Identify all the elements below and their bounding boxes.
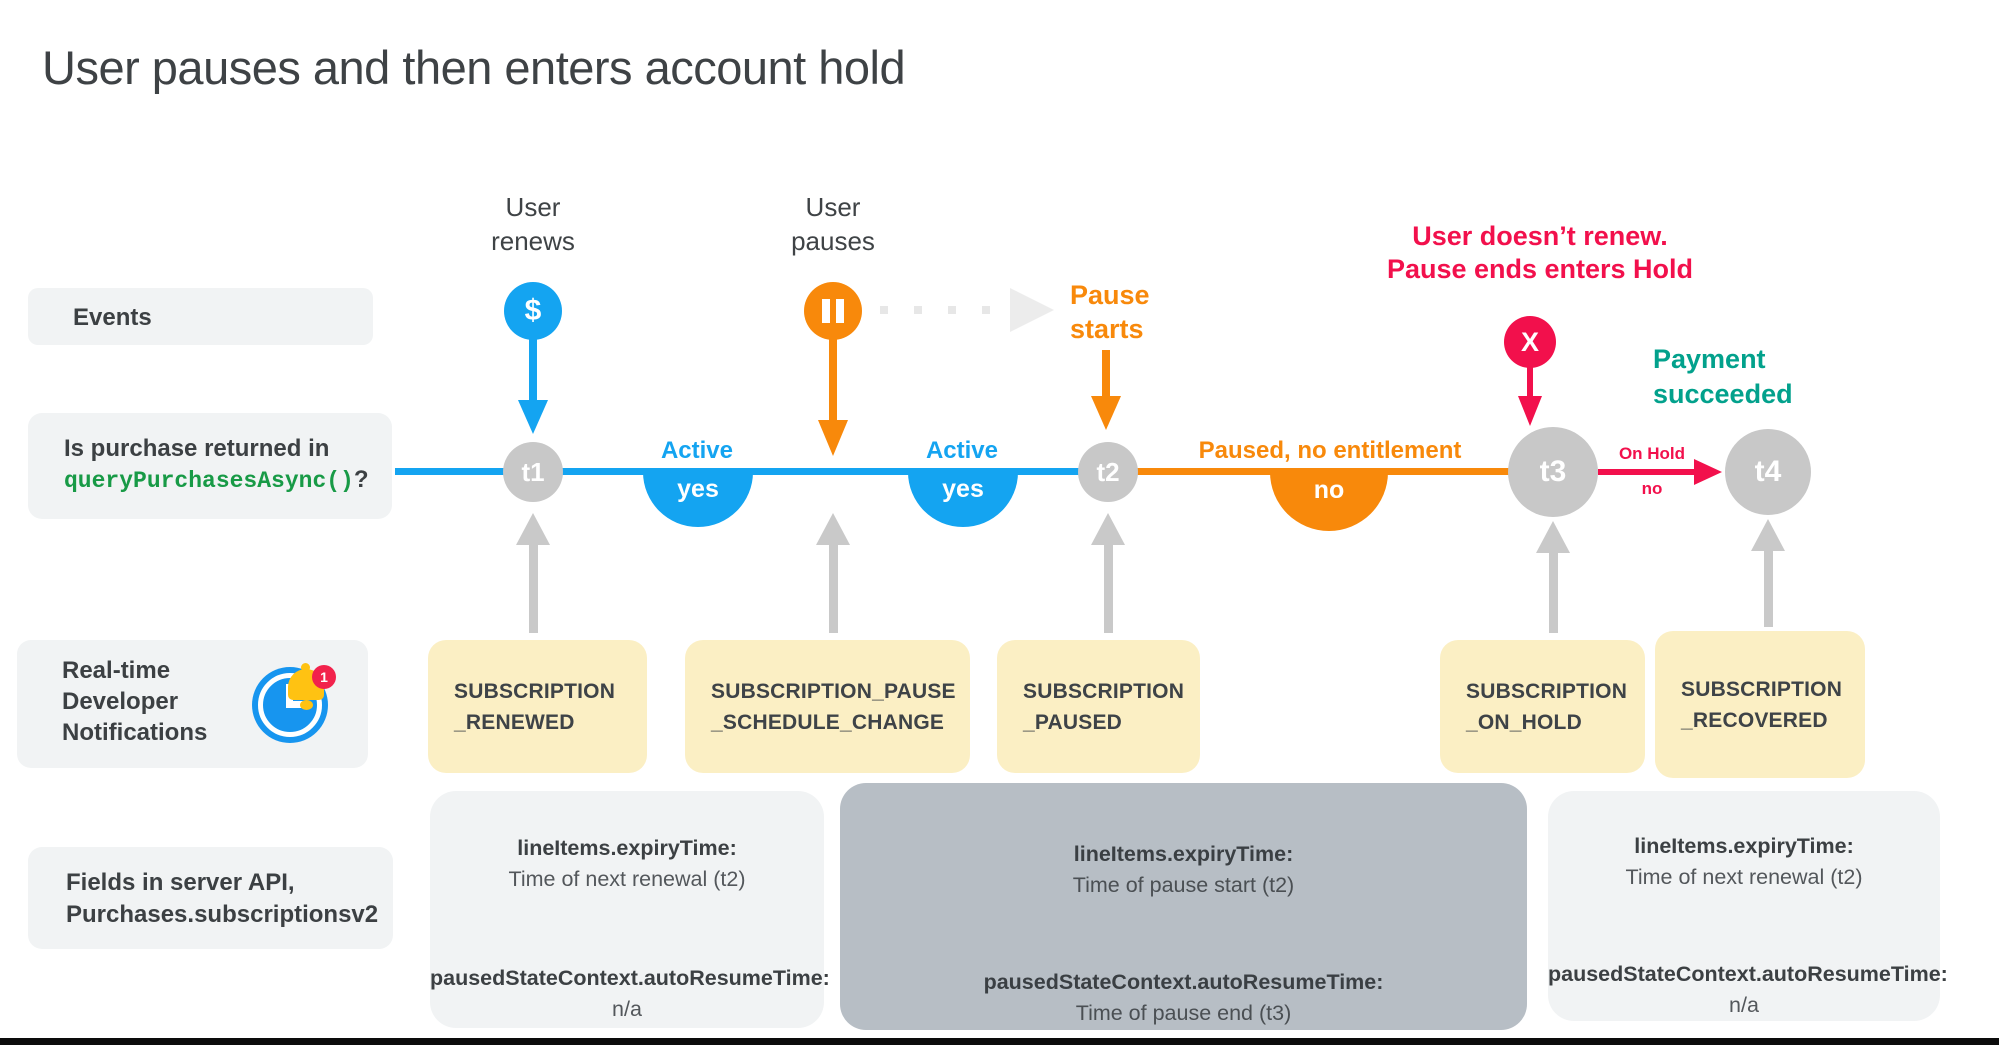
fields-label-line2: Purchases.subscriptionsv2 <box>66 901 379 928</box>
annotation-enters-hold: User doesn’t renew. Pause ends enters Ho… <box>1386 221 1694 284</box>
fields-row-label: Fields in server API, Purchases.subscrip… <box>28 847 393 949</box>
notification-box-recovered: SUBSCRIPTION _RECOVERED <box>1655 631 1865 778</box>
notification-box-renewed: SUBSCRIPTION _RENEWED <box>428 640 647 773</box>
purchase-question-label: Is purchase returned in queryPurchasesAs… <box>28 413 392 519</box>
answer-text: yes <box>677 475 719 503</box>
state-label-active-2: Active <box>925 437 999 464</box>
answer-bubble-no-1: no <box>1270 472 1388 531</box>
page-title: User pauses and then enters account hold <box>42 41 906 94</box>
answer-bubble-yes-1: yes <box>643 472 753 527</box>
timeline-node-t3: t3 <box>1508 427 1598 517</box>
timeline-segment-active <box>395 468 1108 475</box>
answer-bubble-yes-2: yes <box>908 472 1018 527</box>
renew-arrow-shaft <box>529 338 537 408</box>
rtdn-label-line2: Developer <box>62 688 179 715</box>
timeline-node-t4: t4 <box>1725 429 1811 515</box>
state-label-active-1: Active <box>660 437 734 464</box>
state-label-paused: Paused, no entitlement <box>1198 437 1462 464</box>
bottom-frame-line <box>0 1038 1999 1045</box>
event-label-user-renews: User renews <box>491 192 575 256</box>
purchase-question-code: queryPurchasesAsync() <box>64 468 354 494</box>
onhold-arrow-shaft <box>1598 469 1698 475</box>
renew-arrow-head <box>518 400 548 434</box>
dollar-icon: $ <box>504 282 562 340</box>
purchase-question-suffix: ? <box>353 466 369 493</box>
hold-arrow-head <box>1518 396 1542 426</box>
clock-ring <box>258 673 322 737</box>
answer-text: yes <box>942 475 984 503</box>
pause-starts-arrow-head <box>1091 396 1121 430</box>
answer-label-onhold: no <box>1641 479 1663 498</box>
dotted-connector <box>880 306 1010 314</box>
rtdn-label-line1: Real-time <box>62 657 171 684</box>
onhold-arrow-head <box>1694 459 1722 485</box>
dotted-connector-arrow-head <box>1010 288 1054 332</box>
state-label-onhold: On Hold <box>1618 444 1686 463</box>
events-row-label-text: Events <box>73 304 152 331</box>
fields-box-paused: lineItems.expiryTime: Time of pause star… <box>840 783 1527 1030</box>
answer-text: no <box>1313 476 1345 504</box>
fields-box-renewed: lineItems.expiryTime: Time of next renew… <box>430 791 830 1028</box>
purchase-question-line1: Is purchase returned in <box>64 435 330 462</box>
timeline-node-t1: t1 <box>503 442 563 502</box>
pause-arrow-head <box>818 420 848 456</box>
fields-label-line1: Fields in server API, <box>66 869 295 896</box>
events-row-label: Events <box>28 288 373 345</box>
pause-starts-arrow-shaft <box>1102 350 1110 402</box>
notification-badge: 1 <box>312 665 336 689</box>
clock-hour-hand <box>286 701 306 708</box>
notification-box-pause-schedule-change: SUBSCRIPTION_PAUSE _SCHEDULE_CHANGE <box>685 640 970 773</box>
event-label-user-pauses: User pauses <box>791 192 875 256</box>
fields-box-recovered: lineItems.expiryTime: Time of next renew… <box>1548 791 1948 1021</box>
annotation-pause-starts: Pause starts <box>1070 280 1150 344</box>
notification-box-paused: SUBSCRIPTION _PAUSED <box>997 640 1200 773</box>
timeline-segment-paused <box>1108 468 1512 475</box>
x-icon: X <box>1504 316 1556 368</box>
rtdn-label-line3: Notifications <box>62 719 208 746</box>
annotation-payment-succeeded: Payment succeeded <box>1653 344 1793 409</box>
pause-arrow-shaft <box>829 338 837 426</box>
timeline-node-t2: t2 <box>1078 442 1138 502</box>
pause-icon <box>804 282 862 340</box>
hold-arrow-shaft <box>1527 366 1533 402</box>
notification-box-on-hold: SUBSCRIPTION _ON_HOLD <box>1440 640 1645 773</box>
